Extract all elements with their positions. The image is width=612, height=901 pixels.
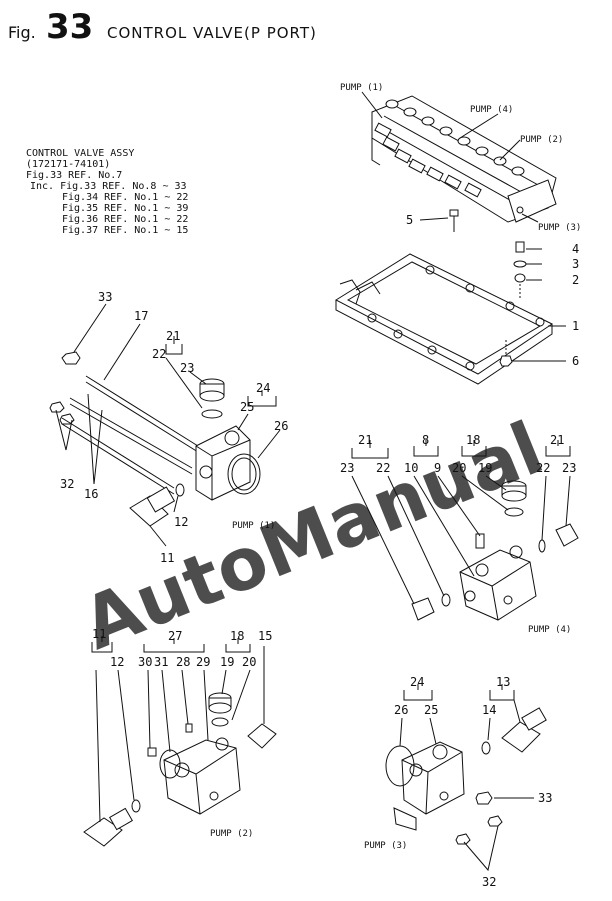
callout-9: 9 [434,461,441,475]
callout-24: 24 [410,675,424,689]
callout-21: 21 [550,433,564,447]
label-sec-pump3: PUMP (3) [364,841,407,851]
callout-3: 3 [572,257,579,271]
pump3-section [385,684,547,872]
callout-8: 8 [422,433,429,447]
pump4-section [351,440,579,621]
callout-33: 33 [98,290,112,304]
callout-23: 23 [562,461,576,475]
callout-21: 21 [358,433,372,447]
top-labels: PUMP (1) PUMP (4) PUMP (2) PUMP (3) 5 4 … [340,83,581,368]
assy-note-line: Fig.37 REF. No.1 ~ 15 [62,225,188,236]
callout-18: 18 [230,629,244,643]
callout-12: 12 [110,655,124,669]
callout-22: 22 [152,347,166,361]
callout-17: 17 [134,309,148,323]
callout-28: 28 [176,655,190,669]
callout-24: 24 [256,381,270,395]
callout-4: 4 [572,242,579,256]
label-sec-pump4: PUMP (4) [528,625,571,635]
callout-30: 30 [138,655,152,669]
assy-note: CONTROL VALVE ASSY (172171-74101) Fig.33… [26,148,188,236]
valve-stack-drawing [334,91,566,385]
assy-note-line: Fig.35 REF. No.1 ~ 39 [62,203,188,214]
callout-26: 26 [394,703,408,717]
callout-29: 29 [196,655,210,669]
assy-note-line: Fig.36 REF. No.1 ~ 22 [62,214,188,225]
figure-header: Fig. 33 CONTROL VALVE(P PORT) [8,7,317,47]
callout-32: 32 [482,875,496,889]
callout-25: 25 [424,703,438,717]
assy-note-line: CONTROL VALVE ASSY [26,148,134,159]
callout-22: 22 [536,461,550,475]
callout-11: 11 [92,627,106,641]
callout-19: 19 [220,655,234,669]
callout-23: 23 [180,361,194,375]
fig-prefix: Fig. [8,23,36,42]
callout-10: 10 [404,461,418,475]
callout-11: 11 [160,551,174,565]
callout-25: 25 [240,400,254,414]
pump2-labels: 11 12 27 30 31 28 29 18 19 20 15 PUMP (2… [92,627,272,839]
callout-1: 1 [572,319,579,333]
callout-12: 12 [174,515,188,529]
callout-32: 32 [60,477,74,491]
callout-33: 33 [538,791,552,805]
label-sec-pump2: PUMP (2) [210,829,253,839]
callout-27: 27 [168,629,182,643]
pump2-section [83,636,277,847]
pump3-labels: 24 26 25 13 14 33 32 PUMP (3) [364,675,552,889]
callout-19: 19 [478,461,492,475]
callout-18: 18 [466,433,480,447]
assy-note-line: Fig.34 REF. No.1 ~ 22 [62,192,188,203]
callout-20: 20 [452,461,466,475]
assy-note-line: Fig.33 REF. No.7 [26,170,122,181]
fig-number: 33 [46,7,93,47]
callout-16: 16 [84,487,98,501]
callout-21: 21 [166,329,180,343]
callout-20: 20 [242,655,256,669]
pump1-section [49,303,281,547]
callout-14: 14 [482,703,496,717]
figure-title: CONTROL VALVE(P PORT) [107,24,317,42]
callout-15: 15 [258,629,272,643]
label-top-pump4: PUMP (4) [470,105,513,115]
callout-22: 22 [376,461,390,475]
callout-2: 2 [572,273,579,287]
label-top-pump2: PUMP (2) [520,135,563,145]
callout-26: 26 [274,419,288,433]
label-sec-pump1: PUMP (1) [232,521,275,531]
pump4-labels: 21 23 22 8 10 9 18 20 19 21 22 23 PUMP (… [340,433,576,635]
label-top-pump3: PUMP (3) [538,223,581,233]
label-top-pump1: PUMP (1) [340,83,383,93]
callout-5: 5 [406,213,413,227]
callout-31: 31 [154,655,168,669]
callout-23: 23 [340,461,354,475]
assy-note-line: Inc. Fig.33 REF. No.8 ~ 33 [30,181,187,192]
callout-13: 13 [496,675,510,689]
callout-6: 6 [572,354,579,368]
assy-note-line: (172171-74101) [26,159,110,170]
pump1-labels: 33 17 21 22 23 24 25 26 32 16 12 11 PUMP… [60,290,288,565]
